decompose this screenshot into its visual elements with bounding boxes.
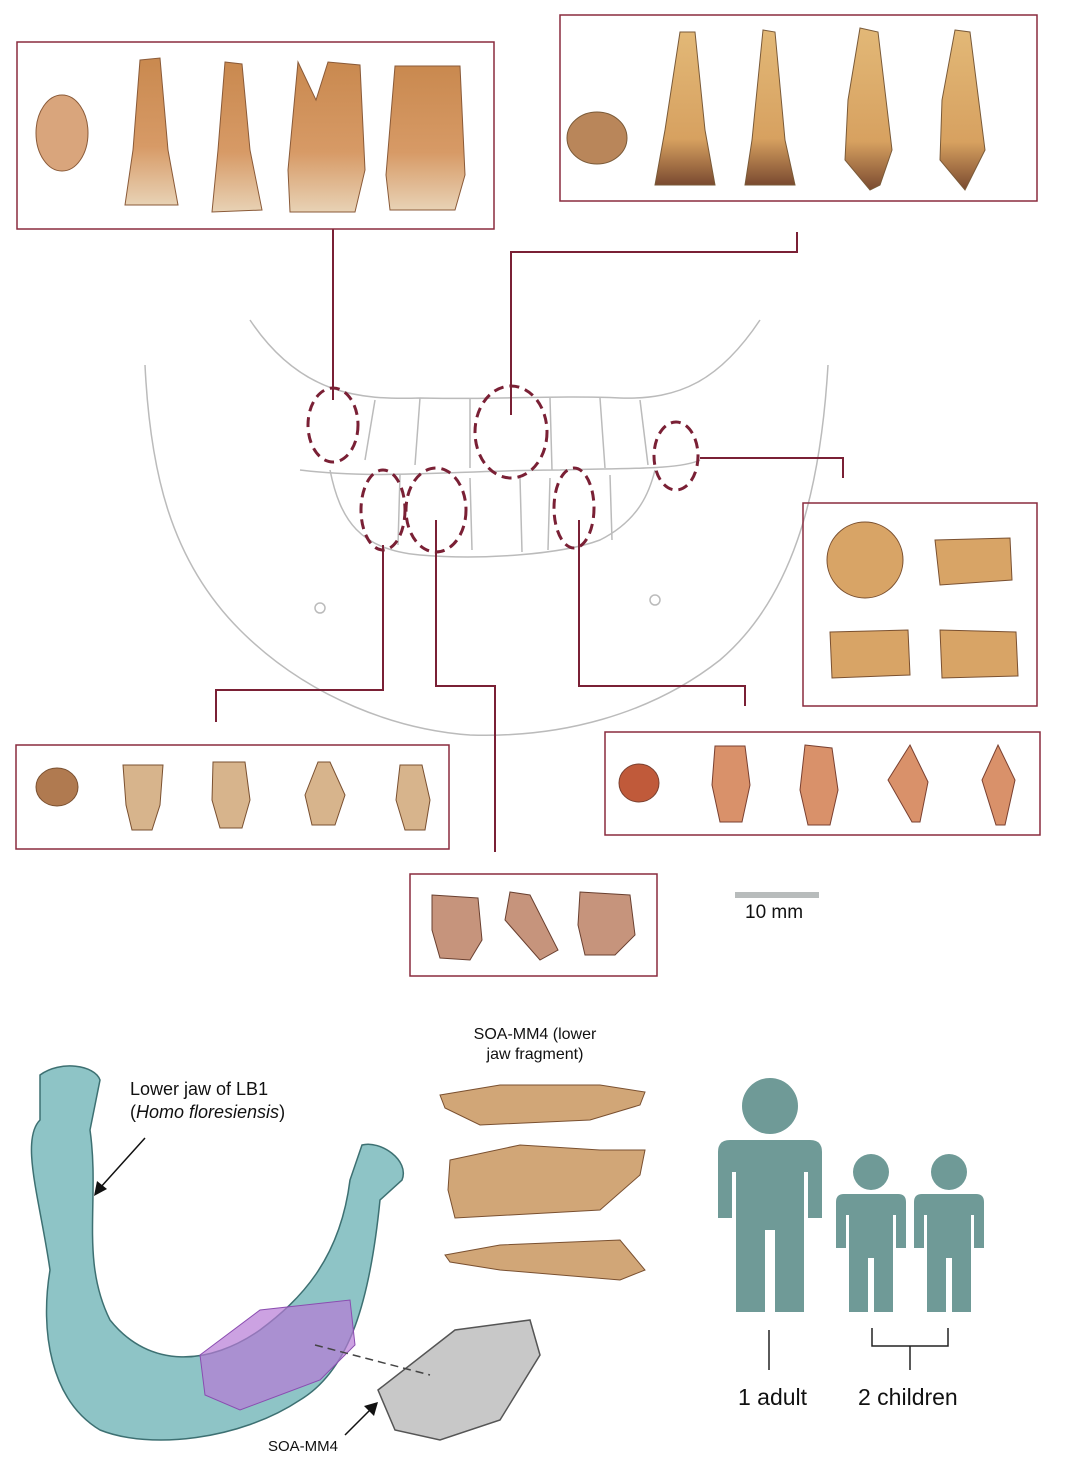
species-name: Homo floresiensis <box>136 1102 280 1122</box>
specimen-frames <box>15 14 1041 977</box>
soa-mm4-label: SOA-MM4 <box>268 1438 339 1455</box>
skull-sketch <box>144 319 829 737</box>
lower-canine-views <box>618 743 1016 826</box>
children-label: 2 children <box>858 1384 958 1410</box>
molar-views <box>826 521 1019 679</box>
scale-bar-label: 10 mm <box>745 902 804 923</box>
paren-close: ) <box>279 1102 286 1122</box>
upper-premolar-views <box>35 57 466 213</box>
paren-open: ( <box>130 1102 136 1122</box>
soa-mm4-render <box>377 1319 541 1441</box>
adult-icon <box>718 1078 822 1312</box>
soa-mm4-photo-views <box>439 1084 646 1281</box>
lower-premolar-views <box>35 761 431 831</box>
connector-lines <box>215 229 844 852</box>
arrow-lb1 <box>99 1137 146 1189</box>
fragment-title-line2: jaw fragment) <box>486 1046 584 1063</box>
scale-bar <box>735 892 819 898</box>
people-icons <box>718 1078 984 1312</box>
lb1-label-line1: Lower jaw of LB1 <box>130 1079 269 1099</box>
lb1-jaw-render <box>30 1065 541 1441</box>
fragment-title: SOA-MM4 (lower jaw fragment) <box>455 1025 615 1065</box>
child-icon <box>914 1154 984 1312</box>
tooth-location-markers <box>306 384 700 554</box>
fragment-title-line1: SOA-MM4 (lower <box>473 1026 597 1043</box>
lb1-label-line2: (Homo floresiensis) <box>130 1101 285 1124</box>
arrow-soa <box>344 1407 373 1436</box>
lb1-label: Lower jaw of LB1 (Homo floresiensis) <box>130 1078 285 1124</box>
adult-label: 1 adult <box>738 1384 808 1410</box>
legend-lines <box>768 1328 949 1370</box>
child-icon <box>836 1154 906 1312</box>
upper-canine-views <box>566 27 986 191</box>
incisor-fragments <box>431 891 636 961</box>
